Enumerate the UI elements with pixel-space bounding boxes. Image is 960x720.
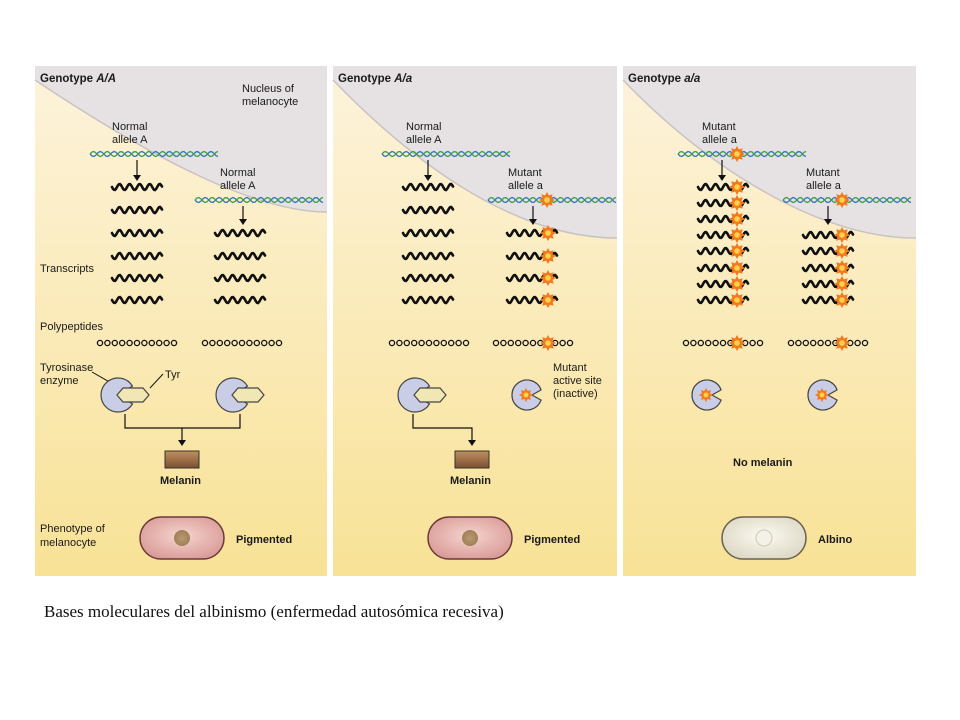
mutant-site-label-line3: (inactive) [553, 388, 598, 400]
dna-strand-allele1 [677, 146, 807, 162]
mrna-strand [110, 228, 164, 238]
mrna-strand [213, 273, 267, 283]
mrna-strand [110, 273, 164, 283]
no-melanin-label: No melanin [733, 457, 793, 469]
nucleus-region [35, 66, 327, 212]
allele1-label-line1: Mutant [702, 121, 736, 133]
mrna-strand [401, 273, 455, 283]
panel-genotype-AA: Genotype A/A Nucleus of melanocyte Norma… [34, 66, 328, 576]
phenotype-value: Pigmented [524, 534, 580, 546]
transcripts-allele2 [505, 225, 559, 308]
allele2-label-line1: Normal [220, 167, 255, 179]
mutant-site-label-line2: active site [553, 375, 602, 387]
enzyme-label-line1: Tyrosinase [40, 362, 93, 374]
mutant-site-label-line1: Mutant [553, 362, 587, 374]
tyr-substrate-icon [231, 387, 265, 403]
transcripts-allele1 [110, 182, 164, 305]
mrna-strand [110, 251, 164, 261]
transcripts-allele1 [401, 182, 455, 305]
mutant-enzyme-icon [691, 379, 722, 411]
mrna-strand [401, 182, 455, 192]
tyr-label: Tyr [165, 369, 181, 381]
mrna-strand [213, 228, 267, 238]
tyrosinase-enzyme-icon [397, 377, 447, 413]
dna-strand-allele1 [381, 150, 511, 158]
phenotype-label-line2: melanocyte [40, 537, 96, 549]
polypeptide-chain [96, 339, 178, 347]
cell-nucleus [462, 530, 478, 546]
arrow-head-icon [239, 219, 247, 225]
allele1-label-line1: Normal [406, 121, 441, 133]
arrow-head-icon [718, 175, 726, 181]
transcripts-label: Transcripts [40, 263, 94, 275]
nucleus-label-line1: Nucleus of [242, 83, 295, 95]
mrna-strand [110, 182, 164, 192]
figure-caption: Bases moleculares del albinismo (enferme… [44, 602, 504, 621]
pointer-line [149, 373, 164, 389]
genotype-label: Genotype A/a [338, 73, 413, 85]
polypeptide-chain [492, 335, 574, 351]
dna-strand-allele2 [782, 192, 912, 208]
mrna-strand [213, 251, 267, 261]
allele2-label-line2: allele A [220, 180, 256, 192]
transcripts-allele2 [801, 227, 855, 308]
allele2-label-line2: allele a [806, 180, 842, 192]
allele1-label-line1: Normal [112, 121, 147, 133]
panel-genotype-Aa: Genotype A/a Normal allele A Mutant alle… [332, 66, 618, 576]
phenotype-label-line1: Phenotype of [40, 523, 106, 535]
panel-genotype-aa: Genotype a/a Mutant allele a Mutant alle… [622, 66, 917, 576]
genotype-label: Genotype A/A [40, 73, 116, 85]
allele1-label-line2: allele a [702, 134, 738, 146]
melanin-label: Melanin [450, 475, 491, 487]
polypeptide-chain [388, 339, 470, 347]
polypeptide-chain [201, 339, 283, 347]
allele2-label-line1: Mutant [508, 167, 542, 179]
polypeptide-chain [682, 335, 764, 351]
tyr-substrate-icon [413, 387, 447, 403]
arrow-head-icon [824, 219, 832, 225]
arrow-head-icon [529, 219, 537, 225]
arrow-head-icon [133, 175, 141, 181]
tyrosinase-enzyme-icon [215, 377, 265, 413]
phenotype-value: Pigmented [236, 534, 292, 546]
allele1-label-line2: allele A [406, 134, 442, 146]
melanin-label: Melanin [160, 475, 201, 487]
allele2-label-line1: Mutant [806, 167, 840, 179]
arrow-head-icon [468, 440, 476, 446]
polypeptide-chain [787, 335, 869, 351]
dna-strand-allele2 [487, 192, 617, 208]
mrna-strand [401, 205, 455, 215]
genotype-label: Genotype a/a [628, 73, 701, 85]
mutant-enzyme-icon [511, 379, 542, 411]
phenotype-value: Albino [818, 534, 852, 546]
mutant-enzyme-icon [807, 379, 838, 411]
mrna-strand [110, 295, 164, 305]
mrna-strand [401, 251, 455, 261]
mrna-strand [110, 205, 164, 215]
arrow-head-icon [424, 175, 432, 181]
mrna-strand [401, 295, 455, 305]
polypeptides-label: Polypeptides [40, 321, 103, 333]
cell-nucleus [174, 530, 190, 546]
allele2-label-line2: allele a [508, 180, 544, 192]
dna-strand-allele2 [194, 196, 324, 204]
arrow-head-icon [178, 440, 186, 446]
tyr-substrate-icon [116, 387, 150, 403]
mrna-strand [213, 295, 267, 305]
enzyme-label-line2: enzyme [40, 375, 79, 387]
nucleus-label-line2: melanocyte [242, 96, 298, 108]
transcripts-allele2 [213, 228, 267, 305]
cell-nucleus [755, 529, 773, 547]
melanin-block [454, 450, 490, 469]
dna-strand-allele1 [89, 150, 219, 158]
mrna-strand [401, 228, 455, 238]
allele1-label-line2: allele A [112, 134, 148, 146]
melanin-block [164, 450, 200, 469]
tyrosinase-enzyme-icon [100, 377, 150, 413]
arrow-line [412, 414, 473, 442]
transcripts-allele1 [696, 179, 750, 308]
